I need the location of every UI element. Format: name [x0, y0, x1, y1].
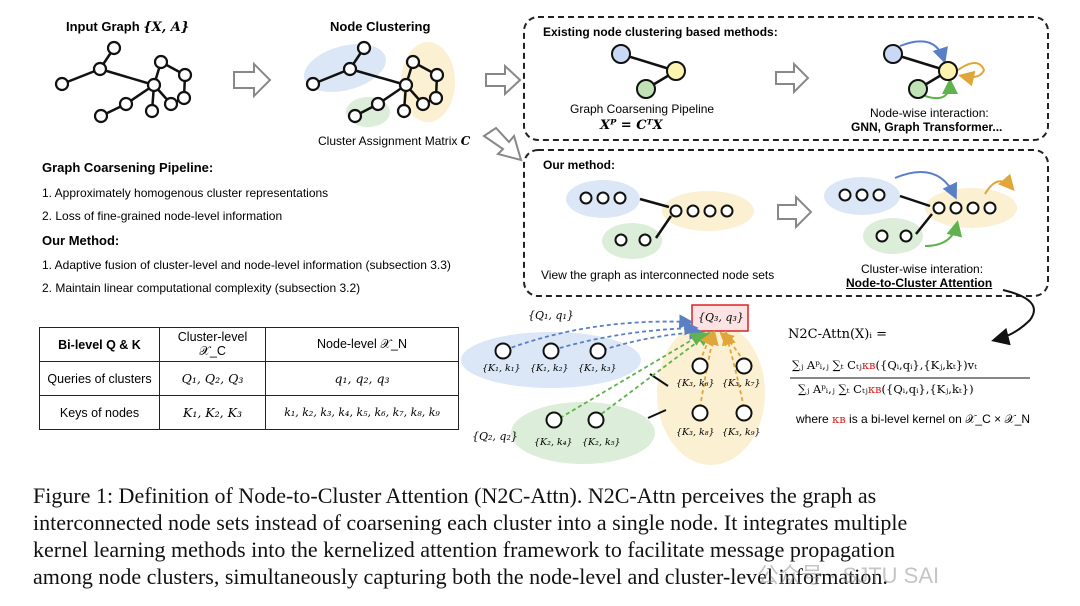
node-label: {K₁, k₃}	[578, 363, 617, 374]
cluster-wise-interaction-graph	[824, 171, 1017, 254]
query-bottom-label: {Q₂, q₂}	[472, 430, 518, 443]
formula-lhs: N2C-Attn(X)ᵢ =	[788, 327, 888, 342]
cluster-assignment-caption: Cluster Assignment Matrix C	[318, 134, 470, 148]
existing-methods-title: Existing node clustering based methods:	[543, 25, 778, 39]
hollow-arrow-icon	[233, 61, 272, 99]
attention-diagram	[461, 304, 765, 465]
numerator-pre: ∑ⱼ Aᵖᵢ,ⱼ ∑ₜ Cₜⱼ	[792, 358, 862, 372]
hollow-arrow-icon	[777, 194, 813, 230]
numerator-post: ({Qᵢ,qᵢ},{Kⱼ,kₜ})vₜ	[875, 358, 977, 372]
node-clustering-graph	[304, 40, 455, 127]
table-header-cell: Bi-level Q & K	[39, 327, 160, 362]
caption-line: interconnected node sets instead of coar…	[33, 510, 908, 535]
cluster-wise-label: Cluster-wise interation:	[861, 262, 984, 276]
input-graph-math: {X, A}	[143, 20, 190, 35]
our-method-title: Our method:	[543, 158, 615, 172]
caption-line: among node clusters, simultaneously capt…	[33, 564, 888, 589]
n2c-attention-name: Node-to-Cluster Attention	[846, 276, 993, 290]
node-label: {K₃, k₆}	[676, 378, 715, 389]
node-label: {K₃, k₇}	[722, 378, 761, 389]
hollow-arrow-icon	[485, 63, 522, 97]
node-wise-label: Node-wise interaction:	[870, 106, 989, 120]
denominator-pre: ∑ⱼ Aᵖᵢ,ⱼ ∑ₜ Cₜⱼ	[798, 382, 868, 396]
input-graph-title: Input Graph {X, A}	[66, 19, 189, 35]
denominator-kernel: κʙ	[867, 382, 882, 396]
method-heading: Our Method:	[42, 233, 120, 248]
node-clustering-title: Node Clustering	[330, 19, 431, 34]
curved-arrow-icon	[991, 289, 1035, 346]
formula-numerator: ∑ⱼ Aᵖᵢ,ⱼ ∑ₜ Cₜⱼκʙ({Qᵢ,qᵢ},{Kⱼ,kₜ})vₜ	[792, 358, 977, 372]
bilevel-qk-table: Bi-level Q & K Cluster-level 𝒳_C Node-le…	[39, 327, 459, 430]
cluster-assignment-math: C	[460, 134, 471, 148]
method-item: 1. Adaptive fusion of cluster-level and …	[42, 258, 451, 272]
caption-line: Figure 1: Definition of Node-to-Cluster …	[33, 483, 877, 508]
table-cell: Queries of clusters	[39, 361, 160, 396]
table-cell: K₁, K₂, K₃	[159, 395, 266, 430]
cluster-assignment-label: Cluster Assignment Matrix	[318, 134, 458, 148]
node-label: {K₁, k₁}	[482, 363, 521, 374]
node-label: {K₂, k₅}	[582, 437, 621, 448]
coarsening-item: 1. Approximately homogenous cluster repr…	[42, 186, 329, 200]
where-pre: where	[796, 412, 829, 426]
query-target-label: {Q₃, q₃}	[698, 311, 744, 324]
denominator-post: ({Qᵢ,qᵢ},{Kⱼ,kₜ})	[881, 382, 974, 396]
method-item: 2. Maintain linear computational complex…	[42, 281, 361, 295]
our-method-box	[523, 149, 1049, 297]
node-label: {K₂, k₄}	[534, 437, 573, 448]
where-kernel: κʙ	[832, 412, 846, 426]
node-label: {K₃, k₈}	[676, 427, 715, 438]
table-header-cell: Cluster-level 𝒳_C	[159, 327, 266, 362]
watermark: 公众号 · SJTU SAI	[757, 563, 940, 588]
table-row: Keys of nodes K₁, K₂, K₃ k₁, k₂, k₃, k₄,…	[39, 395, 459, 430]
table-header-row: Bi-level Q & K Cluster-level 𝒳_C Node-le…	[39, 327, 459, 362]
figure-caption: Figure 1: Definition of Node-to-Cluster …	[33, 482, 1063, 590]
caption-line: kernel learning methods into the kerneli…	[33, 537, 895, 562]
pipeline-formula: Xᴾ = CᵀX	[600, 118, 663, 133]
formula-where: where κʙ is a bi-level kernel on 𝒳_C × 𝒳…	[796, 412, 1030, 427]
table-row: Queries of clusters Q₁, Q₂, Q₃ q₁, q₂, q…	[39, 361, 459, 396]
input-graph-title-text: Input Graph	[66, 19, 140, 34]
table-header-cell: Node-level 𝒳_N	[265, 327, 459, 362]
query-top-label: {Q₁, q₁}	[528, 309, 574, 322]
node-wise-interaction-graph	[883, 40, 986, 100]
coarsened-graph	[611, 44, 686, 99]
coarsening-heading: Graph Coarsening Pipeline:	[42, 160, 214, 175]
node-sets-graph	[566, 180, 754, 259]
table-cell: q₁, q₂, q₃	[265, 361, 459, 396]
hollow-arrow-icon	[482, 126, 523, 162]
node-label: {K₁, k₂}	[530, 363, 569, 374]
coarsening-item: 2. Loss of fine-grained node-level infor…	[42, 209, 283, 223]
node-wise-methods: GNN, Graph Transformer...	[851, 120, 1003, 134]
node-sets-label: View the graph as interconnected node se…	[541, 268, 775, 282]
table-cell: k₁, k₂, k₃, k₄, k₅, k₆, k₇, k₈, k₉	[265, 395, 459, 430]
hollow-arrow-icon	[775, 61, 810, 95]
where-post: is a bi-level kernel on 𝒳_C × 𝒳_N	[849, 412, 1031, 426]
existing-methods-box	[523, 16, 1049, 141]
numerator-kernel: κʙ	[861, 358, 876, 372]
input-graph-nodes	[54, 40, 193, 124]
table-cell: Keys of nodes	[39, 395, 160, 430]
table-cell: Q₁, Q₂, Q₃	[159, 361, 266, 396]
pipeline-label: Graph Coarsening Pipeline	[570, 102, 715, 116]
node-label: {K₃, k₉}	[722, 427, 761, 438]
formula-denominator: ∑ⱼ Aᵖᵢ,ⱼ ∑ₜ Cₜⱼκʙ({Qᵢ,qᵢ},{Kⱼ,kₜ})	[798, 382, 974, 396]
